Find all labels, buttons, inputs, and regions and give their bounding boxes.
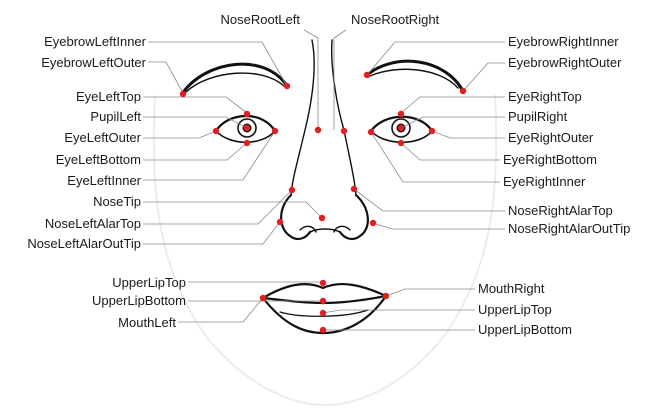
label-eye-left-bottom: EyeLeftBottom <box>56 152 141 167</box>
leader-upper-lip-top-right <box>323 310 475 313</box>
label-eyebrow-left-outer: EyebrowLeftOuter <box>41 55 146 70</box>
label-eye-left-inner: EyeLeftInner <box>67 173 141 188</box>
nose-bridge-right <box>332 40 356 195</box>
point-eye-right-bottom <box>398 140 404 146</box>
point-eye-left-bottom <box>244 140 250 146</box>
leader-eye-right-bottom <box>401 143 500 160</box>
leader-eyebrow-left-inner <box>148 42 287 86</box>
point-pupil-right <box>398 125 404 131</box>
label-pupil-right: PupilRight <box>508 109 568 124</box>
point-under-lip-top <box>320 310 326 316</box>
upper-lip-top-edge <box>263 284 386 298</box>
leader-eye-right-top <box>401 97 505 113</box>
label-eye-left-outer: EyeLeftOuter <box>64 130 141 145</box>
point-nose-left-alar-top <box>289 187 295 193</box>
label-pupil-left: PupilLeft <box>90 109 141 124</box>
point-eyebrow-right-outer <box>460 88 466 94</box>
nose-left-alar <box>281 195 310 239</box>
point-eyebrow-right-inner <box>364 72 370 78</box>
label-eyebrow-left-inner: EyebrowLeftInner <box>44 34 147 49</box>
point-eye-left-inner <box>272 128 278 134</box>
label-nose-right-alar-top: NoseRightAlarTop <box>508 203 613 218</box>
point-nose-right-alar-top <box>351 186 357 192</box>
label-nose-tip: NoseTip <box>93 194 141 209</box>
leader-nose-right-alar-top <box>354 189 505 211</box>
leader-eye-right-inner <box>371 132 500 182</box>
label-upper-lip-top-left: UpperLipTop <box>112 275 186 290</box>
label-upper-lip-bottom-left: UpperLipBottom <box>92 293 186 308</box>
leader-nose-left-alar-top <box>143 190 292 224</box>
leader-eyebrow-right-outer <box>463 63 505 91</box>
point-nose-tip <box>319 215 325 221</box>
point-eye-right-outer <box>429 128 435 134</box>
label-nose-root-left: NoseRootLeft <box>221 12 301 27</box>
label-eye-right-outer: EyeRightOuter <box>508 130 594 145</box>
left-eyebrow <box>182 64 287 94</box>
leader-nose-tip <box>143 202 322 218</box>
point-nose-left-alar-out-tip <box>277 219 283 225</box>
label-eye-left-top: EyeLeftTop <box>76 89 141 104</box>
right-eyebrow <box>367 61 463 91</box>
label-upper-lip-bottom-right: UpperLipBottom <box>478 322 572 337</box>
point-upper-lip-bottom <box>320 298 326 304</box>
leader-nose-root-left <box>304 30 318 130</box>
point-nose-root-right <box>341 128 347 134</box>
leader-mouth-right <box>386 289 475 296</box>
label-nose-root-right: NoseRootRight <box>351 12 440 27</box>
point-eye-right-inner <box>368 129 374 135</box>
label-mouth-right: MouthRight <box>478 281 545 296</box>
point-nose-right-alar-out-tip <box>370 220 376 226</box>
point-eye-right-top <box>398 111 404 117</box>
leader-eye-right-outer <box>432 131 505 138</box>
point-mouth-left <box>260 295 266 301</box>
point-eye-left-top <box>244 111 250 117</box>
point-mouth-right <box>383 293 389 299</box>
point-eye-left-outer <box>213 128 219 134</box>
leader-nose-right-alar-out-tip <box>373 223 505 229</box>
label-upper-lip-top-right: UpperLipTop <box>478 302 552 317</box>
point-upper-lip-top <box>320 280 326 286</box>
label-eyebrow-right-outer: EyebrowRightOuter <box>508 55 622 70</box>
label-eye-right-inner: EyeRightInner <box>503 174 586 189</box>
leader-eyebrow-left-outer <box>148 62 183 93</box>
point-eyebrow-left-outer <box>180 91 186 97</box>
label-nose-left-alar-top: NoseLeftAlarTop <box>45 216 141 231</box>
label-mouth-left: MouthLeft <box>118 315 176 330</box>
point-nose-root-left <box>315 127 321 133</box>
label-eye-right-top: EyeRightTop <box>508 89 582 104</box>
leader-eye-left-bottom <box>143 143 247 160</box>
point-eyebrow-left-inner <box>284 83 290 89</box>
leader-eye-left-top <box>143 97 247 113</box>
point-pupil-left <box>244 125 250 131</box>
label-eyebrow-right-inner: EyebrowRightInner <box>508 34 619 49</box>
point-under-lip-bottom <box>320 327 326 333</box>
label-eye-right-bottom: EyeRightBottom <box>503 152 597 167</box>
nose-right-alar <box>340 195 368 239</box>
label-nose-right-alar-out-tip: NoseRightAlarOutTip <box>508 221 630 236</box>
label-nose-left-alar-out-tip: NoseLeftAlarOutTip <box>27 236 141 251</box>
face-outline <box>154 95 496 405</box>
nose-bridge-left <box>291 40 314 195</box>
